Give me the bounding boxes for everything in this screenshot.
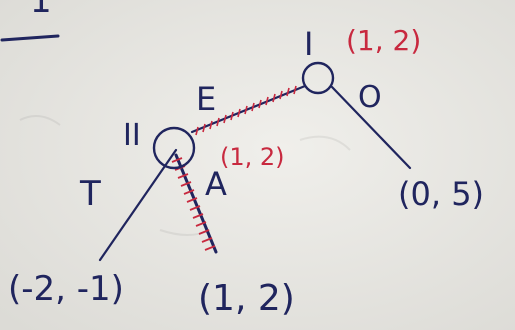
edge-label-E: E (196, 80, 216, 118)
label-O: O (358, 80, 382, 115)
top-left-number: 1 (30, 0, 52, 21)
bottom-coordinate: (1, 2) (198, 278, 295, 319)
node-II-coordinate: (1, 2) (220, 143, 285, 171)
left-coordinate: (-2, -1) (8, 269, 124, 309)
edge-II-to-left (98, 148, 178, 262)
node-II-label: II (123, 118, 141, 153)
label-T: T (79, 174, 101, 214)
label-A: A (205, 165, 227, 203)
top-left-underline (0, 34, 60, 42)
node-I-circle (301, 61, 335, 95)
right-coordinate: (0, 5) (398, 175, 484, 213)
node-II-circle (152, 126, 196, 170)
node-I-coordinate: (1, 2) (346, 24, 421, 57)
node-I-label: I (304, 25, 313, 63)
edge-II-to-bottom (174, 153, 218, 254)
edge-I-to-right (330, 85, 412, 170)
edge-II-to-I-hatching (195, 85, 297, 136)
